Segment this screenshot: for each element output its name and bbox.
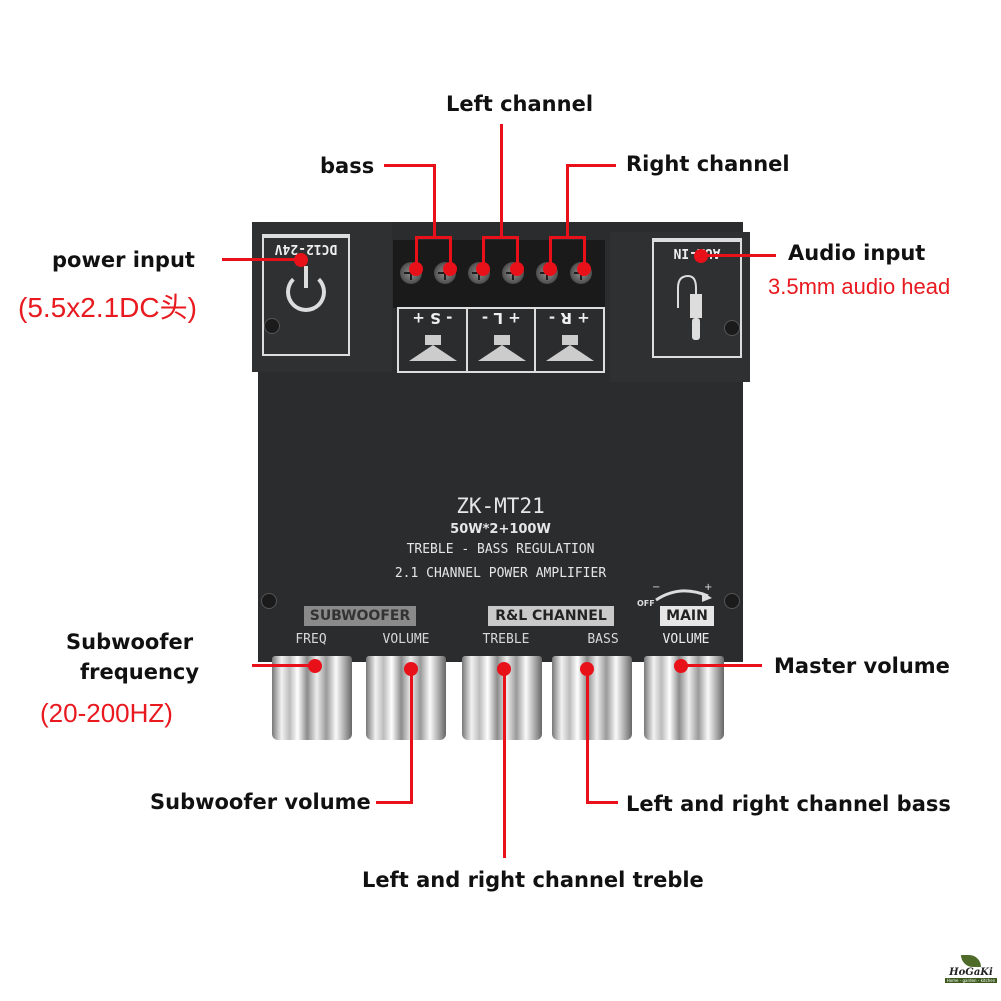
power-rating: 50W*2+100W xyxy=(450,522,551,537)
callout-dot xyxy=(308,659,322,673)
callout-line xyxy=(449,236,452,268)
model-name: ZK-MT21 xyxy=(456,494,545,518)
speaker-icon xyxy=(425,335,441,345)
off-label: OFF xyxy=(637,599,655,608)
svg-text:+: + xyxy=(704,582,712,593)
callout-line xyxy=(376,801,413,804)
terminal-s-label: - S + xyxy=(412,309,453,327)
callout-dot xyxy=(694,249,708,263)
callout-line xyxy=(566,164,569,238)
callout-line xyxy=(700,254,776,257)
volume-direction-arrow-icon: − + xyxy=(652,582,712,602)
callout-line xyxy=(415,236,452,239)
terminal-l: + L - xyxy=(468,309,537,371)
logo-brand: HoGaKi xyxy=(949,967,993,978)
knob-label-bass: BASS xyxy=(587,632,619,647)
callout-lr-channel-treble: Left and right channel treble xyxy=(362,868,704,892)
callout-dot xyxy=(443,262,457,276)
callout-right-channel: Right channel xyxy=(626,152,790,176)
aux-input-panel: AUX-IN xyxy=(652,238,742,358)
callout-line xyxy=(566,164,616,167)
power-icon-bar xyxy=(304,266,308,288)
speaker-icon xyxy=(562,335,579,345)
callout-master-volume: Master volume xyxy=(774,654,950,678)
callout-line xyxy=(415,236,418,268)
callout-bass: bass xyxy=(320,154,375,178)
main-group-label: MAIN xyxy=(660,606,714,626)
callout-line xyxy=(586,668,589,804)
callout-lr-channel-bass: Left and right channel bass xyxy=(626,792,951,816)
board-line2: 2.1 CHANNEL POWER AMPLIFIER xyxy=(394,566,607,581)
callout-line xyxy=(682,664,762,667)
speaker-terminal-block xyxy=(393,240,605,308)
callout-line xyxy=(252,664,314,667)
callout-line xyxy=(433,164,436,238)
callout-subwoofer-frequency-line2: frequency xyxy=(80,660,200,684)
knob-label-sub-volume: VOLUME xyxy=(382,632,430,647)
svg-text:−: − xyxy=(652,582,660,593)
callout-line xyxy=(482,236,519,239)
callout-line xyxy=(482,236,485,268)
callout-dot xyxy=(404,662,418,676)
callout-power-input: power input xyxy=(52,248,195,272)
callout-dot xyxy=(580,662,594,676)
terminal-r-label: + R - xyxy=(549,309,591,327)
callout-dot xyxy=(294,253,308,267)
knob-label-treble: TREBLE xyxy=(482,632,530,647)
power-input-panel: DC12-24V xyxy=(262,234,350,356)
callout-power-input-spec: (5.5x2.1DC头) xyxy=(18,292,197,323)
terminal-l-label: + L - xyxy=(481,309,521,327)
speaker-icon xyxy=(493,335,510,345)
hogaki-logo: HoGaKi Home - garden - kitchen xyxy=(945,955,997,995)
callout-dot xyxy=(543,262,557,276)
callout-line xyxy=(549,236,586,239)
callout-subwoofer-frequency-spec: (20-200HZ) xyxy=(40,698,173,728)
callout-line xyxy=(586,801,618,804)
knob-label-main-volume: VOLUME xyxy=(662,632,710,647)
leaf-house-icon xyxy=(961,955,981,967)
mount-screw xyxy=(724,593,740,609)
callout-dot xyxy=(476,262,490,276)
callout-line xyxy=(384,164,436,167)
audio-jack-icon xyxy=(677,274,702,340)
callout-line xyxy=(583,236,586,268)
callout-line xyxy=(549,236,552,268)
power-icon xyxy=(286,272,326,312)
terminal-labels: - S + + L - + R - xyxy=(397,307,605,373)
terminal-r: + R - xyxy=(536,309,603,371)
callout-line xyxy=(516,236,519,268)
callout-left-channel: Left channel xyxy=(446,92,594,116)
callout-subwoofer-volume: Subwoofer volume xyxy=(150,790,371,814)
callout-dot xyxy=(497,662,511,676)
logo-tagline: Home - garden - kitchen xyxy=(945,978,997,983)
mount-screw xyxy=(264,318,280,334)
callout-subwoofer-frequency-line1: Subwoofer xyxy=(66,630,194,654)
callout-dot xyxy=(674,659,688,673)
callout-audio-input: Audio input xyxy=(788,241,926,265)
callout-line xyxy=(410,668,413,804)
callout-line xyxy=(500,124,503,238)
board-line1: TREBLE - BASS REGULATION xyxy=(406,542,595,557)
callout-dot xyxy=(577,262,591,276)
mount-screw xyxy=(724,320,740,336)
mount-screw xyxy=(261,593,277,609)
callout-audio-input-spec: 3.5mm audio head xyxy=(768,274,951,299)
terminal-s: - S + xyxy=(399,309,468,371)
callout-dot xyxy=(409,262,423,276)
subwoofer-group-label: SUBWOOFER xyxy=(304,606,416,626)
callout-line xyxy=(503,668,506,858)
callout-dot xyxy=(510,262,524,276)
callout-line xyxy=(222,258,302,261)
knob-label-freq: FREQ xyxy=(295,632,327,647)
rl-channel-group-label: R&L CHANNEL xyxy=(488,606,614,626)
